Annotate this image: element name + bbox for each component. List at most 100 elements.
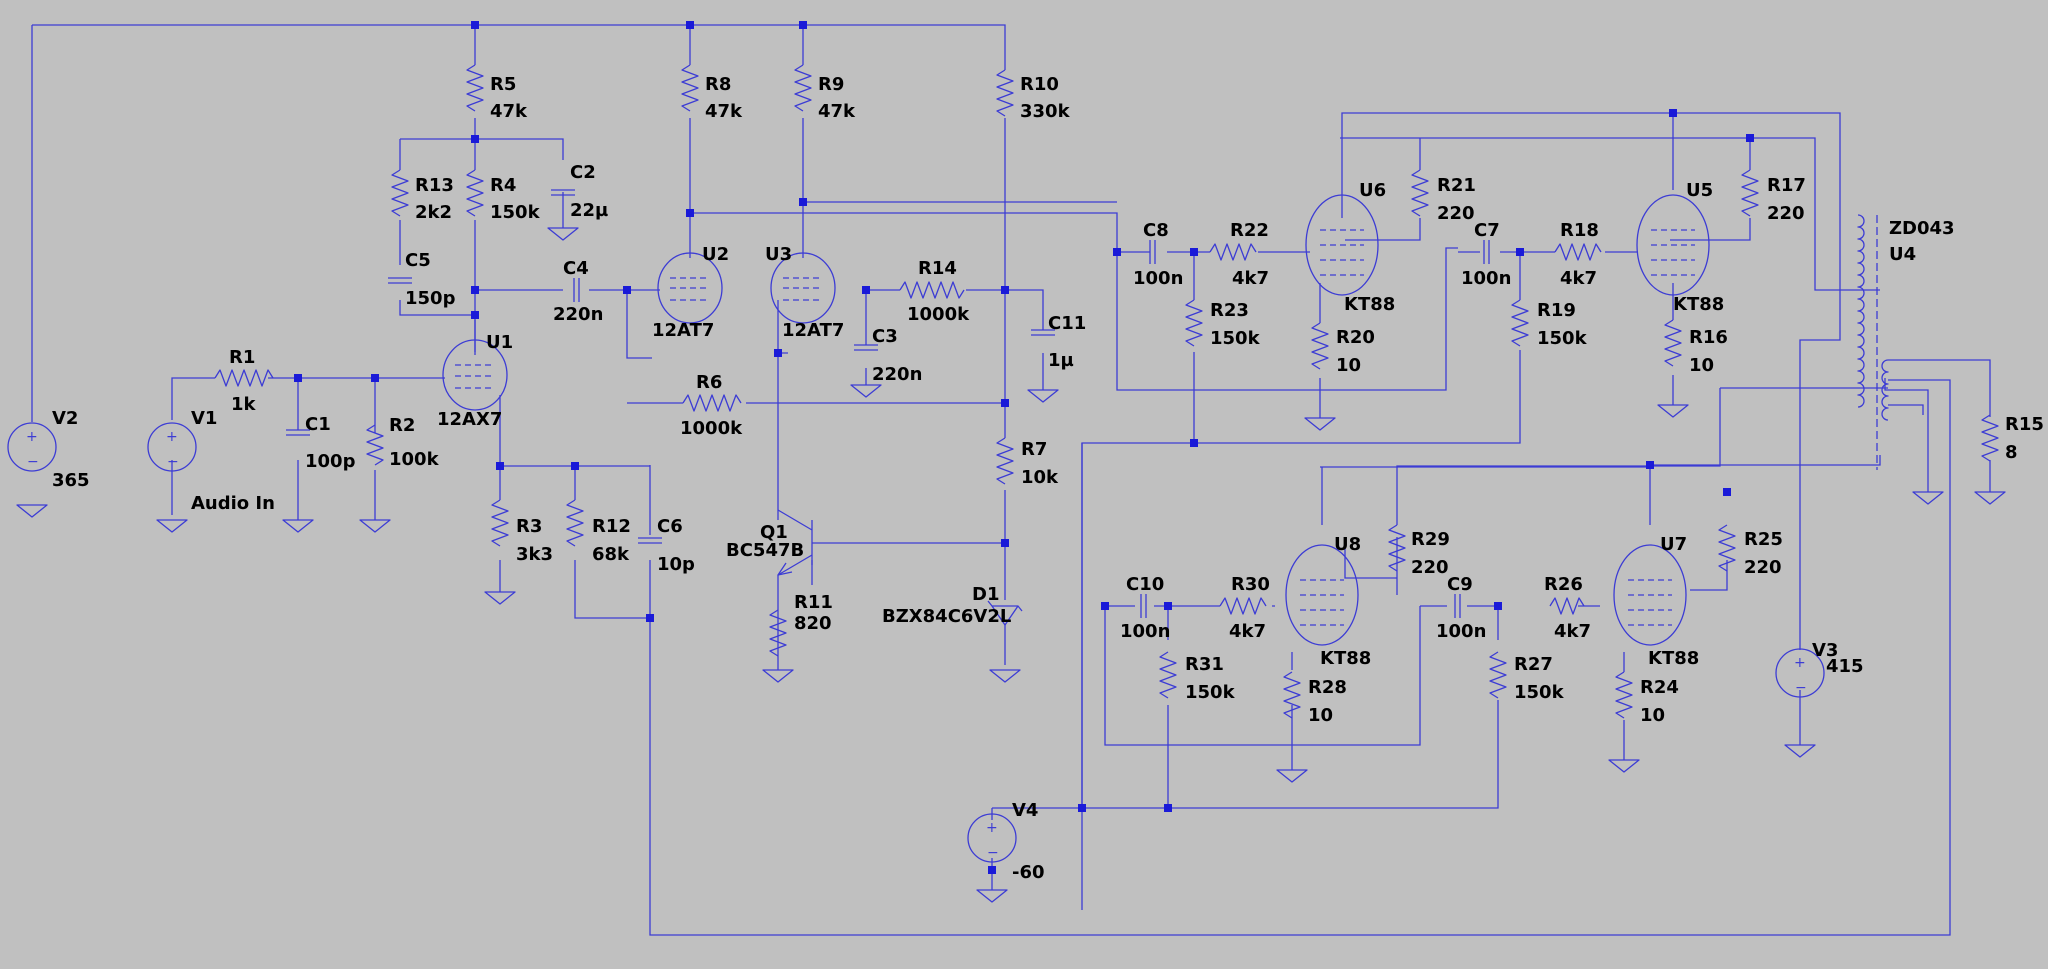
capacitors [286, 189, 1490, 618]
u5-value: KT88 [1673, 294, 1724, 315]
r9-body [794, 64, 812, 112]
sources: +− +− +− +− [7, 422, 1825, 863]
c6-name: C6 [657, 516, 683, 537]
svg-text:+: + [986, 820, 998, 836]
r19-name: R19 [1537, 300, 1576, 321]
u2-value: 12AT7 [652, 320, 714, 341]
r18-value: 4k7 [1560, 268, 1597, 289]
u1-name: U1 [486, 332, 513, 353]
r31-name: R31 [1185, 654, 1224, 675]
svg-text:+: + [1794, 655, 1806, 671]
r26-body [1549, 597, 1585, 615]
v2-body [7, 422, 57, 472]
r28-body [1283, 671, 1301, 719]
r3-value: 3k3 [516, 544, 553, 565]
u5-name: U5 [1686, 180, 1713, 201]
c10-body [1140, 594, 1147, 618]
grounds [16, 227, 2006, 903]
r14-name: R14 [918, 258, 957, 279]
c6-body [638, 537, 662, 544]
r28-value: 10 [1308, 705, 1333, 726]
r13-value: 2k2 [415, 202, 452, 223]
u3-value: 12AT7 [782, 320, 844, 341]
u6-name: U6 [1359, 180, 1386, 201]
r10-value: 330k [1020, 101, 1071, 122]
c2-name: C2 [570, 162, 596, 183]
r14-value: 1000k [907, 304, 970, 325]
r4-body [466, 169, 484, 217]
r26-value: 4k7 [1554, 621, 1591, 642]
u7-name: U7 [1660, 534, 1687, 555]
u8-value: KT88 [1320, 648, 1371, 669]
u6-envelope [1305, 194, 1379, 296]
c7-name: C7 [1474, 220, 1500, 241]
c6-value: 10p [657, 554, 695, 575]
c7-body [1483, 240, 1490, 264]
c10-name: C10 [1126, 574, 1164, 595]
c1-body [286, 429, 310, 436]
r30-body [1219, 597, 1267, 615]
u3-envelope [770, 252, 836, 324]
r25-name: R25 [1744, 529, 1783, 550]
r14-body [899, 281, 965, 299]
r19-body [1511, 299, 1529, 347]
r27-value: 150k [1514, 682, 1565, 703]
v3-name: V3 [1812, 640, 1838, 661]
r23-body [1185, 299, 1203, 347]
c7-value: 100n [1461, 268, 1511, 289]
r21-name: R21 [1437, 175, 1476, 196]
d1-value: BZX84C6V2L [882, 606, 1011, 627]
r22-value: 4k7 [1232, 268, 1269, 289]
r26-name: R26 [1544, 574, 1583, 595]
c11-value: 1µ [1048, 350, 1074, 371]
v2-value: 365 [52, 470, 90, 491]
c9-name: C9 [1447, 574, 1473, 595]
svg-text:−: − [987, 845, 999, 861]
c9-value: 100n [1436, 621, 1486, 642]
r5-value: 47k [490, 101, 528, 122]
r9-name: R9 [818, 74, 844, 95]
r27-body [1489, 651, 1507, 699]
r16-value: 10 [1689, 355, 1714, 376]
r23-value: 150k [1210, 328, 1261, 349]
r13-body [391, 169, 409, 217]
r29-value: 220 [1411, 557, 1449, 578]
r15-value: 8 [2005, 442, 2018, 463]
c5-name: C5 [405, 250, 431, 271]
r12-body [566, 499, 584, 547]
c1-value: 100p [305, 451, 356, 472]
v2-name: V2 [52, 408, 78, 429]
r28-name: R28 [1308, 677, 1347, 698]
v4-value: -60 [1012, 862, 1045, 883]
c5-body [388, 277, 412, 284]
r8-body [681, 64, 699, 112]
svg-text:+: + [26, 429, 38, 445]
r20-name: R20 [1336, 327, 1375, 348]
u6-value: KT88 [1344, 294, 1395, 315]
r24-body [1615, 671, 1633, 719]
svg-text:−: − [27, 454, 39, 470]
r24-value: 10 [1640, 705, 1665, 726]
c9-body [1454, 594, 1461, 618]
r5-name: R5 [490, 74, 516, 95]
r15-name: R15 [2005, 414, 2044, 435]
v1-body [147, 422, 197, 472]
svg-text:−: − [1795, 680, 1807, 696]
r16-body [1664, 319, 1682, 367]
r1-value: 1k [231, 394, 257, 415]
r29-body [1388, 524, 1406, 572]
u4-name: U4 [1889, 244, 1916, 265]
c8-value: 100n [1133, 268, 1183, 289]
c2-value: 22µ [570, 200, 608, 221]
u1-value: 12AX7 [437, 409, 502, 430]
r6-value: 1000k [680, 418, 743, 439]
q1-name: Q1 [760, 522, 788, 543]
u2-name: U2 [702, 244, 729, 265]
r3-body [491, 499, 509, 547]
r9-value: 47k [818, 101, 856, 122]
r30-name: R30 [1231, 574, 1270, 595]
r7-name: R7 [1021, 439, 1047, 460]
q1-value: BC547B [726, 540, 804, 561]
v1-name: V1 [191, 408, 217, 429]
